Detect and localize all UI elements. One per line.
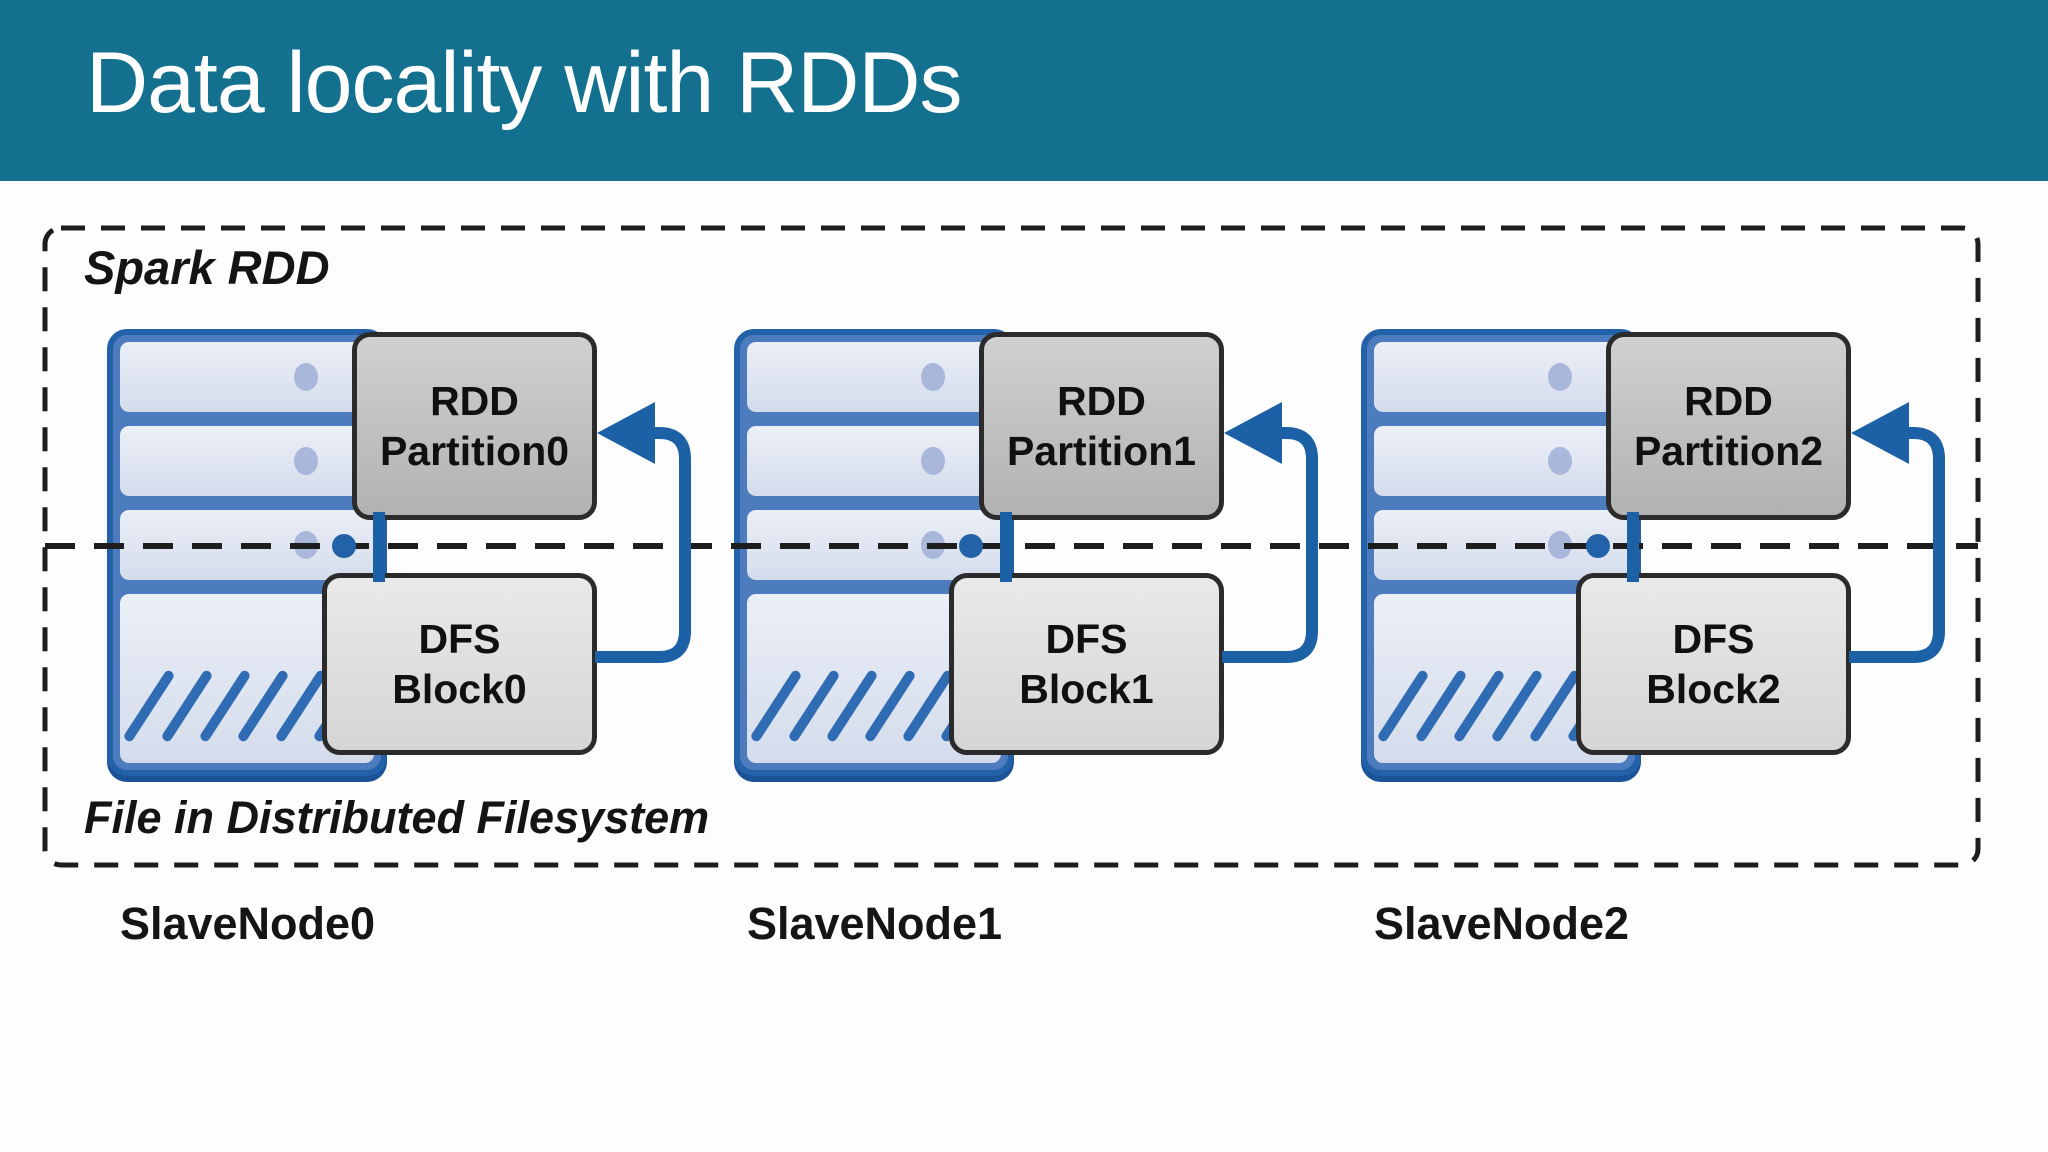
disk-slab: [120, 426, 374, 496]
rdd-partition-box: RDD Partition2: [1606, 332, 1851, 520]
disk-slab: [120, 342, 374, 412]
slave-node-label: SlaveNode0: [119, 898, 376, 949]
slave-node-2: RDD Partition2 DFS Block2 SlaveNode2: [1361, 0, 1981, 1152]
dfs-block-box: DFS Block2: [1576, 573, 1851, 755]
dfs-block-box: DFS Block0: [322, 573, 597, 755]
status-dot-icon: [294, 363, 318, 391]
disk-slab: [1374, 426, 1628, 496]
slave-node-label: SlaveNode2: [1373, 898, 1630, 949]
page-title: Data locality with RDDs: [86, 35, 962, 131]
rdd-partition-box: RDD Partition0: [352, 332, 597, 520]
slide-header: Data locality with RDDs: [0, 0, 2048, 181]
rdd-box-line1: RDD: [430, 377, 519, 424]
rdd-box-line1: RDD: [1684, 377, 1773, 424]
rdd-box-line2: Partition2: [1633, 428, 1824, 474]
loop-arrow-icon: [1586, 402, 1939, 657]
spark-rdd-region-label: Spark RDD: [84, 241, 330, 294]
status-dot-icon: [294, 447, 318, 475]
dfs-box-line2: Block0: [392, 666, 527, 712]
dfs-box-line2: Block2: [1646, 666, 1781, 712]
status-dot-icon: [921, 363, 945, 391]
dfs-block-box: DFS Block1: [949, 573, 1224, 755]
status-dot-icon: [1548, 363, 1572, 391]
status-dot-icon: [1548, 447, 1572, 475]
slave-node-0: RDD Partition0 DFS Block0 SlaveNode0: [107, 0, 727, 1152]
dfs-box-line1: DFS: [1045, 615, 1128, 662]
disk-slab: [747, 426, 1001, 496]
rdd-partition-box: RDD Partition1: [979, 332, 1224, 520]
slave-node-label: SlaveNode1: [746, 898, 1003, 949]
rdd-box-line2: Partition1: [1006, 428, 1197, 474]
rdd-box-line1: RDD: [1057, 377, 1146, 424]
dfs-region-label: File in Distributed Filesystem: [84, 792, 710, 843]
loop-arrow-icon: [959, 402, 1312, 657]
loop-arrow-icon: [332, 402, 685, 657]
dfs-box-line1: DFS: [418, 615, 501, 662]
dfs-box-line2: Block1: [1019, 666, 1154, 712]
disk-slab: [747, 342, 1001, 412]
disk-slab: [1374, 342, 1628, 412]
rdd-box-line2: Partition0: [379, 428, 570, 474]
dfs-box-line1: DFS: [1672, 615, 1755, 662]
status-dot-icon: [921, 447, 945, 475]
